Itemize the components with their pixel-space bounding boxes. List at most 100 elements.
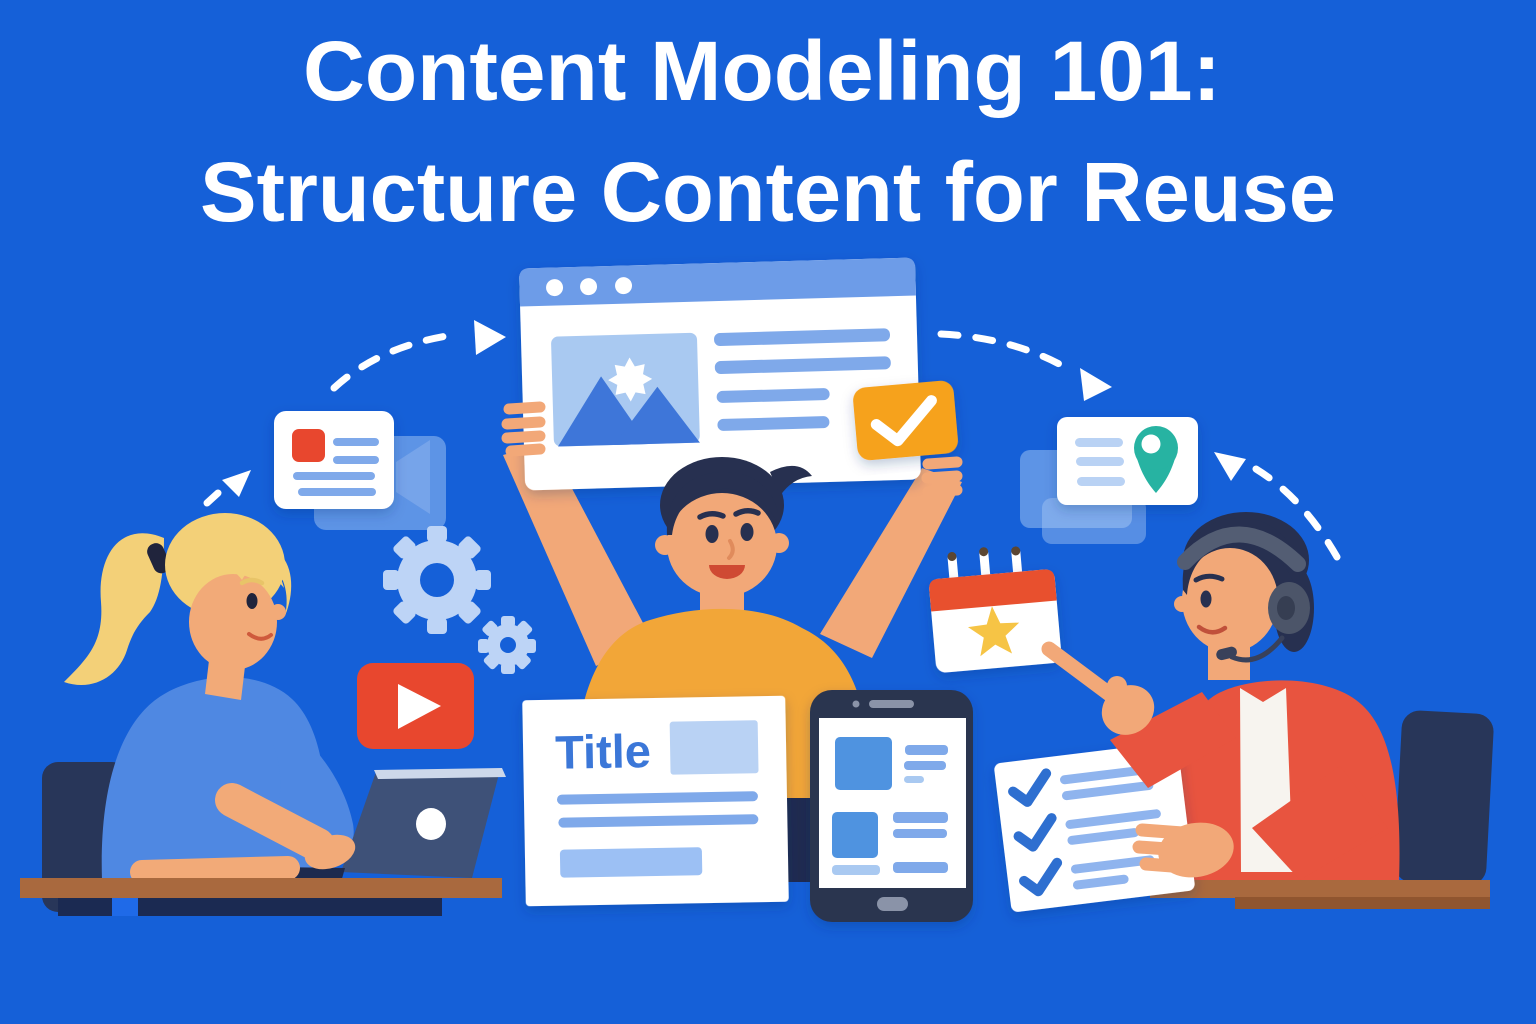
text-line [1065,809,1161,829]
hand-grips [501,401,963,498]
article-card-group [274,411,446,530]
window-dot-icon [580,278,598,296]
text-line [1067,828,1139,845]
holding-arm [1132,766,1388,880]
nose [270,604,286,620]
dashed-flow-arrow-icon [1252,465,1341,561]
mouth [1196,624,1228,635]
location-pin-icon [1134,426,1178,493]
hair-tie [147,543,171,574]
left-arm [503,443,652,666]
text-line [905,745,948,755]
document-title-label: Title [555,724,652,779]
text-line [333,438,379,446]
dashed-flow-arrow-icon [937,330,1074,374]
text-line [714,356,891,374]
finger [1139,857,1205,875]
megaphone-shape [396,440,430,514]
desk [1150,880,1490,898]
text-line [893,862,948,873]
browser-header [519,257,916,307]
home-button-icon [877,897,908,911]
gear-icon [383,526,491,634]
window-dot-icon [546,279,564,297]
forearm [215,783,335,862]
arrowhead-icon [1214,452,1246,481]
checkmark-icon [1013,813,1057,852]
dashed-flow-arrow-icon [330,330,464,392]
nose [1174,596,1190,612]
ponytail [64,533,164,686]
text-line [904,776,924,783]
mouth [709,565,745,579]
document-card-group: Title [522,695,789,907]
play-triangle [398,684,441,729]
text-line [556,791,758,805]
eyebrow [1193,573,1225,583]
image-placeholder-icon [551,332,700,447]
text-line [1077,477,1125,486]
under-desk-shadow [58,898,442,916]
headset-icon [1177,526,1310,663]
face [667,493,777,597]
image-placeholder-icon [669,720,759,775]
headset-mic-boom [1229,635,1285,663]
video-play-icon [357,663,474,749]
text-line [1076,457,1124,466]
mouth [247,632,273,641]
arrowhead-icon [222,470,251,497]
eye [740,523,754,541]
hair-side-lock [266,554,292,616]
gears-group [383,526,536,674]
text-block [559,847,703,878]
text-line [893,812,948,823]
headset-earcup-inner [1277,596,1295,620]
text-line [333,456,379,464]
text-line [1061,781,1154,801]
sleeve [1252,766,1388,880]
eyebrow [239,577,265,586]
index-finger [1041,641,1120,704]
woman-typing-on-laptop [20,513,506,916]
stacked-card [1042,498,1146,544]
hair-flick [770,465,812,496]
flow-arrows [203,330,1341,561]
finger [1135,823,1203,841]
star-icon [967,606,1020,657]
man-holding-browser-window [503,443,962,666]
location-card-group [1020,417,1198,544]
headset-band [1177,526,1306,572]
eyebrow [733,508,761,517]
checkmark-badge-icon [853,380,958,461]
calendar-star-icon [929,546,1062,673]
gear-icon [478,616,536,674]
text-line [716,388,830,403]
text-line [717,416,830,431]
article-thumbnail [292,429,325,462]
nose [727,539,735,560]
desk [20,878,502,898]
finger [1132,840,1203,858]
arrowhead-icon [1080,368,1112,401]
dashed-flow-arrow-icon [203,489,222,507]
right-arm [820,468,962,658]
text-line [714,328,891,346]
desk-front [1235,897,1490,909]
hair-fringe [666,471,778,535]
headset-mic [1216,646,1237,661]
text-line [293,472,375,480]
text-line [1075,438,1123,447]
text-line [1072,874,1129,890]
hand [304,834,356,870]
content-block [835,737,892,790]
sleeve [1110,692,1236,788]
text-line [558,814,759,828]
page-title: Content Modeling 101: Structure Content … [200,24,1336,239]
text-line [904,761,946,770]
camera-dot-icon [852,700,860,708]
eye [1200,590,1212,608]
face [189,574,277,670]
speaker-bar-icon [869,700,914,708]
laptop-lid-edge [374,768,506,779]
laptop-logo [416,808,446,840]
